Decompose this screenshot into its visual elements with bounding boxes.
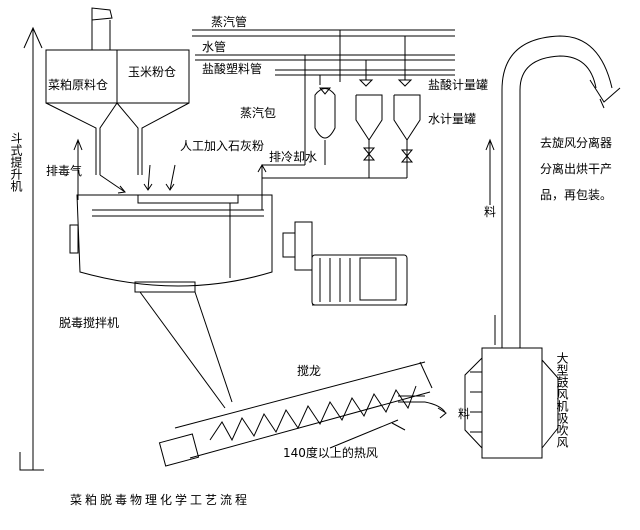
riser-duct [485, 35, 621, 348]
acid-meter-tank-label: 盐酸计量罐 [428, 78, 489, 92]
auger-label: 搅龙 [297, 364, 322, 378]
steam-pipe-label: 蒸汽管 [211, 15, 248, 29]
rapeseed-bin-label: 菜粕原料仓 [48, 78, 109, 92]
water-pipe-label: 水管 [202, 40, 227, 54]
header-risers [304, 30, 406, 165]
blower [464, 347, 559, 459]
feed-arrows [99, 164, 176, 194]
storage-bins [45, 49, 190, 175]
acid-pipe-label: 盐酸塑料管 [202, 62, 263, 76]
material-up-label: 料 [484, 205, 497, 219]
bucket-elevator [19, 26, 44, 471]
detox-mixer [69, 194, 273, 293]
feed-to-blower-arrow [398, 395, 447, 419]
cyclone-line2: 分离出烘干产 [540, 162, 613, 176]
hot-air-label: 140度以上的热风 [283, 446, 378, 460]
manual-lime-label: 人工加入石灰粉 [180, 139, 265, 153]
bucket-elevator-label: 斗式提升机 [9, 132, 23, 192]
material-in-label: 料 [458, 407, 471, 421]
acid-meter-tank [355, 79, 383, 178]
exhaust-stack [73, 7, 113, 200]
diagram-caption: 菜粕脱毒物理化学工艺流程 [70, 493, 251, 507]
mixer-motor [282, 221, 408, 306]
water-meter-tank [262, 79, 421, 179]
cyclone-line1: 去旋风分离器 [540, 136, 613, 150]
blower-label: 大型鼓风机吸吹风 [555, 352, 569, 448]
hot-air-arrow [329, 419, 406, 449]
cyclone-line3: 品，再包装。 [540, 188, 613, 202]
cooling-water-label: 排冷却水 [269, 150, 318, 164]
steam-drum-label: 蒸汽包 [240, 106, 277, 120]
corn-bin-label: 玉米粉仓 [128, 65, 177, 79]
steam-drum [314, 87, 336, 165]
pipe-lines [192, 29, 455, 76]
cooling-water-line [257, 163, 305, 210]
chute [139, 291, 233, 409]
exhaust-label: 排毒气 [46, 164, 83, 178]
detox-mixer-label: 脱毒搅拌机 [59, 316, 120, 330]
water-meter-tank-label: 水计量罐 [428, 112, 477, 126]
screw-auger [158, 361, 433, 467]
